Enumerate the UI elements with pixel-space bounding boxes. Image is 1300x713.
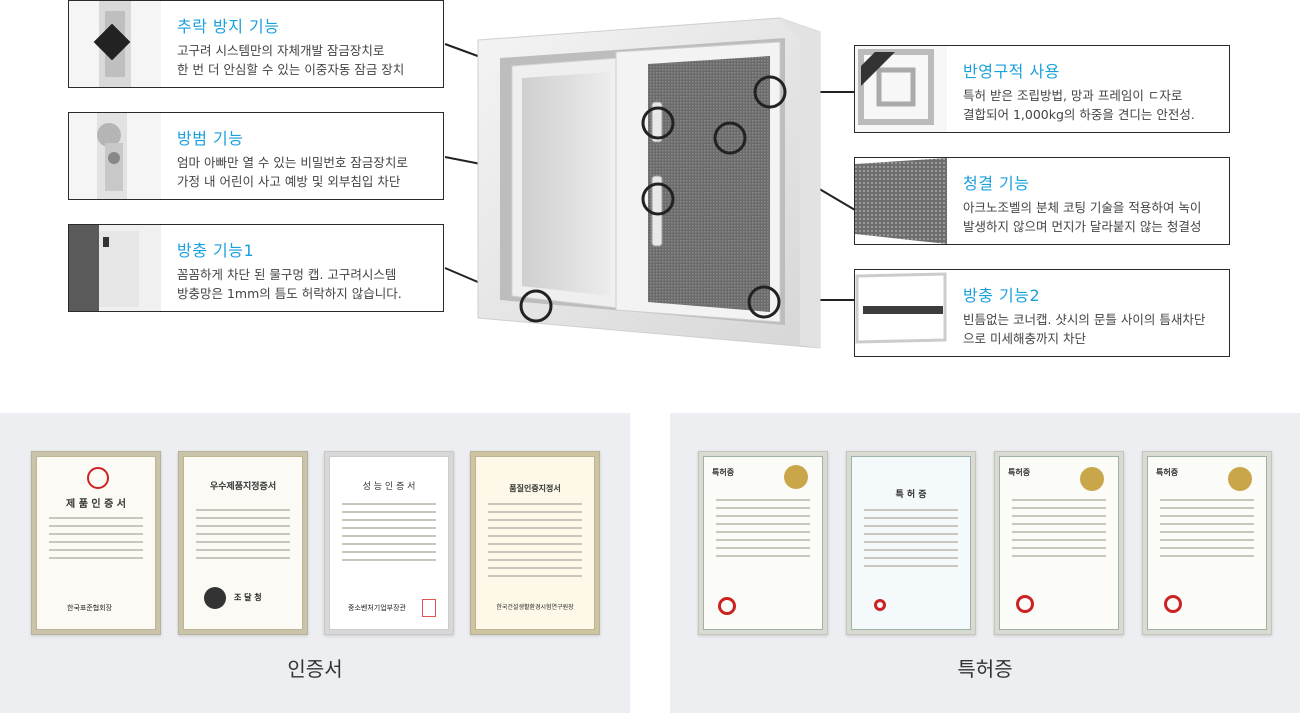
patent-document[interactable]: 특허증 [1142,451,1272,635]
window-illustration [440,0,860,360]
feature-desc: 아크노조벨의 분체 코팅 기술을 적용하여 녹이 발생하지 않으며 먼지가 달라… [963,200,1202,234]
stamp-icon [422,599,436,617]
feature-title: 방충 기능1 [177,241,255,260]
corner-cap-image [855,270,947,356]
patent-title: 특 허 증 [895,490,927,500]
feature-card-crime-prevention: 방범 기능 엄마 아빠만 열 수 있는 비밀번호 잠금장치로 가정 내 어린이 … [68,112,444,200]
callout-circles [519,75,787,323]
patent-title: 특허증 [712,467,735,477]
patents-panel: 특허증 특 허 증 특허증 특허증 특허증 [670,413,1300,713]
certificate-title: 성 능 인 증 서 [362,482,416,492]
kipo-logo-icon [718,597,736,615]
certificate-document[interactable]: 우수제품지정증서 조 달 청 [178,451,308,635]
security-lock-image [69,113,161,199]
certificate-document[interactable]: 성 능 인 증 서 중소벤처기업부장관 [324,451,454,635]
certificate-title: 우수제품지정증서 [209,482,277,492]
patent-title: 특허증 [1008,467,1031,477]
feature-card-insect-2: 방충 기능2 빈틈없는 코너캡. 샷시의 문틀 사이의 틈새차단 으로 미세해충… [854,269,1230,357]
feature-desc: 꼼꼼하게 차단 된 물구멍 캡. 고구려시스템 방충망은 1mm의 틈도 허락하… [177,267,402,301]
feature-card-fall-prevention: 추락 방지 기능 고구려 시스템만의 자체개발 잠금장치로 한 번 더 안심할 … [68,0,444,88]
patent-document[interactable]: 특허증 [698,451,828,635]
feature-title: 반영구적 사용 [963,62,1060,81]
feature-title: 방충 기능2 [963,286,1041,305]
feature-desc: 빈틈없는 코너캡. 샷시의 문틀 사이의 틈새차단 으로 미세해충까지 차단 [963,312,1206,346]
certificate-document[interactable]: 품질인증지정서 한국건설생활환경시험연구원장 [470,451,600,635]
feature-title: 추락 방지 기능 [177,17,280,36]
frame-profile-image [855,46,947,132]
certificate-issuer: 조 달 청 [234,593,262,602]
patent-document[interactable]: 특허증 [994,451,1124,635]
certificates-panel: 제 품 인 증 서 한국표준협회장 우수제품지정증서 조 달 청 성 능 인 증… [0,413,630,713]
medal-icon [1080,467,1104,491]
patent-title: 특허증 [1156,467,1179,477]
feature-card-semi-permanent: 반영구적 사용 특허 받은 조립방법, 망과 프레임이 ㄷ자로 결합되어 1,0… [854,45,1230,133]
medal-icon [1228,467,1252,491]
mesh-closeup-image [855,158,947,244]
drain-cap-image [69,225,161,311]
kipo-logo-icon [874,599,886,611]
certificate-issuer: 한국표준협회장 [67,604,113,612]
feature-card-clean: 청결 기능 아크노조벨의 분체 코팅 기술을 적용하여 녹이 발생하지 않으며 … [854,157,1230,245]
ks-logo-icon [87,467,109,489]
certificate-issuer: 한국건설생활환경시험연구원장 [496,604,574,611]
medal-icon [784,465,808,489]
certificate-document[interactable]: 제 품 인 증 서 한국표준협회장 [31,451,161,635]
feature-desc: 엄마 아빠만 열 수 있는 비밀번호 잠금장치로 가정 내 어린이 사고 예방 … [177,155,408,189]
feature-card-insect-1: 방충 기능1 꼼꼼하게 차단 된 물구멍 캡. 고구려시스템 방충망은 1mm의… [68,224,444,312]
certificate-title: 품질인증지정서 [509,483,561,493]
kipo-logo-icon [1016,595,1034,613]
certificate-title: 제 품 인 증 서 [66,499,126,510]
certificates-label: 인증서 [287,657,343,681]
feature-title: 청결 기능 [963,174,1030,193]
seal-icon [204,587,226,609]
feature-title: 방범 기능 [177,129,244,148]
lock-device-image [69,1,161,87]
certificate-issuer: 중소벤처기업부장관 [348,604,406,612]
patent-document[interactable]: 특 허 증 [846,451,976,635]
feature-desc: 특허 받은 조립방법, 망과 프레임이 ㄷ자로 결합되어 1,000kg의 하중… [963,88,1195,122]
patents-label: 특허증 [957,657,1013,681]
feature-desc: 고구려 시스템만의 자체개발 잠금장치로 한 번 더 안심할 수 있는 이중자동… [177,43,405,77]
kipo-logo-icon [1164,595,1182,613]
